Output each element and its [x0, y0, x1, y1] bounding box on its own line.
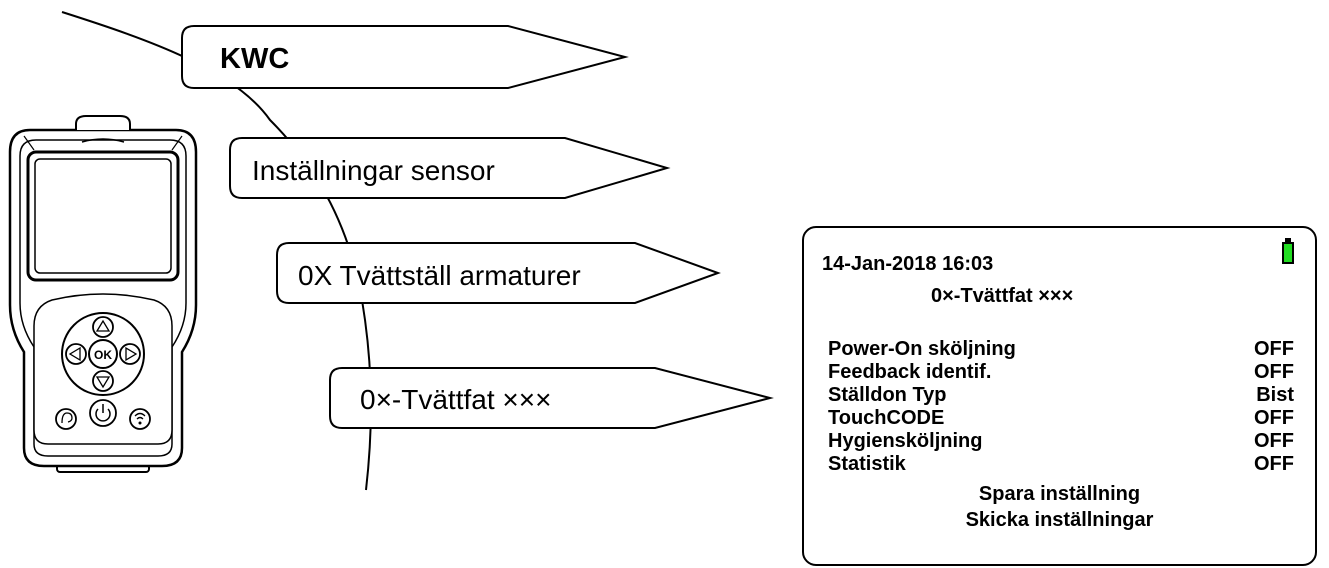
settings-list: Power-On sköljning OFF Feedback identif.…: [828, 338, 1294, 476]
handheld-remote-device: OK: [8, 115, 198, 473]
setting-row-power-on-rinse[interactable]: Power-On sköljning OFF: [828, 338, 1294, 361]
device-top-tab: [75, 115, 131, 130]
setting-value: OFF: [1254, 430, 1294, 452]
setting-value: OFF: [1254, 361, 1294, 383]
device-ok-button: [88, 339, 118, 369]
setting-value: OFF: [1254, 338, 1294, 360]
setting-row-hygiene-rinse[interactable]: Hygiensköljning OFF: [828, 430, 1294, 453]
menu-tag-wash-basin-fittings: 0X Tvättställ armaturer: [276, 242, 721, 304]
menu-tag-sensor-settings: Inställningar sensor: [229, 137, 671, 199]
left-arrow-icon: [68, 346, 81, 362]
right-arrow-icon: [125, 346, 138, 362]
menu-tag-label: 0×-Tvättfat ×××: [360, 384, 551, 415]
down-arrow-icon: [95, 376, 111, 389]
menu-tag-label: KWC: [220, 43, 289, 75]
menu-tag-label: 0X Tvättställ armaturer: [298, 260, 581, 291]
setting-label: Hygiensköljning: [828, 430, 983, 452]
menu-tag-wash-basin: 0×-Tvättfat ×××: [329, 367, 774, 429]
device-ok-label: OK: [94, 348, 112, 362]
device-right-soft-button: [129, 408, 151, 430]
setting-value: Bist: [1256, 384, 1294, 406]
send-settings-action[interactable]: Skicka inställningar: [965, 509, 1154, 531]
battery-cap: [1285, 238, 1291, 242]
setting-label: Power-On sköljning: [828, 338, 1016, 360]
save-settings-action[interactable]: Spara inställning: [978, 483, 1141, 505]
device-left-soft-button: [55, 408, 77, 430]
setting-row-actuator-type[interactable]: Ställdon Typ Bist: [828, 384, 1294, 407]
setting-label: Ställdon Typ: [828, 384, 947, 406]
setting-row-feedback-ident[interactable]: Feedback identif. OFF: [828, 361, 1294, 384]
menu-tag-kwc: KWC: [181, 25, 629, 89]
battery-icon: [1282, 242, 1294, 264]
display-datetime: 14-Jan-2018 16:03: [822, 253, 994, 275]
setting-value: OFF: [1254, 407, 1294, 429]
setting-value: OFF: [1254, 453, 1294, 475]
wireless-icon: [134, 412, 146, 420]
setting-label: Feedback identif.: [828, 361, 992, 383]
display-title: 0×-Tvättfat ×××: [931, 285, 1074, 307]
setting-label: TouchCODE: [828, 407, 945, 429]
setting-label: Statistik: [828, 453, 906, 475]
ear-icon: [61, 412, 73, 424]
power-icon: [95, 408, 111, 422]
menu-tag-label: Inställningar sensor: [252, 155, 495, 186]
device-display-panel: 14-Jan-2018 16:03 0×-Tvättfat ××× Power-…: [802, 226, 1317, 566]
setting-row-touchcode[interactable]: TouchCODE OFF: [828, 407, 1294, 430]
up-arrow-icon: [95, 319, 111, 332]
setting-row-statistics[interactable]: Statistik OFF: [828, 453, 1294, 476]
